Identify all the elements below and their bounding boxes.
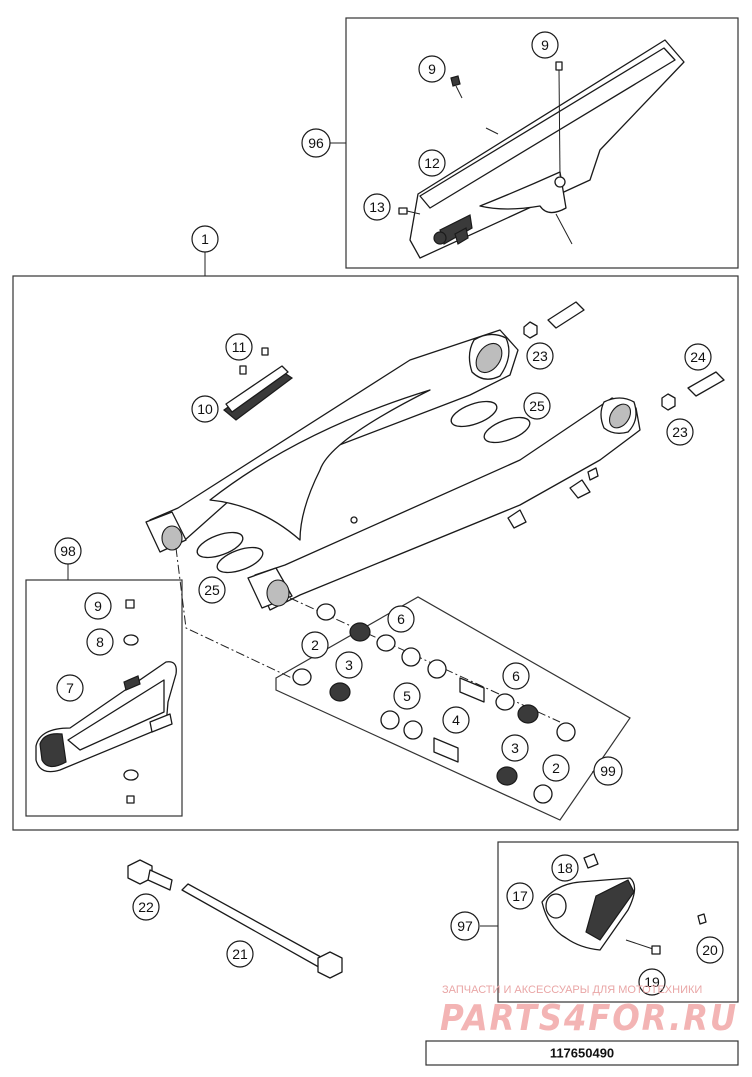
svg-text:4: 4: [452, 712, 460, 728]
callout-98: 98: [54, 537, 82, 565]
svg-text:6: 6: [397, 611, 405, 627]
svg-text:3: 3: [511, 740, 519, 756]
svg-text:10: 10: [197, 401, 213, 417]
callout-19: 19: [638, 968, 666, 996]
callout-7: 7: [56, 674, 84, 702]
callout-2: 2: [301, 631, 329, 659]
chain-slider-part: [35, 599, 177, 804]
svg-text:18: 18: [557, 860, 573, 876]
callout-25: 25: [198, 576, 226, 604]
bolt-part: [398, 61, 563, 215]
callout-9: 9: [531, 31, 559, 59]
svg-text:2: 2: [552, 760, 560, 776]
callout-5: 5: [393, 682, 421, 710]
swingarm-part: [145, 329, 641, 611]
callout-4: 4: [442, 706, 470, 734]
watermark-brand: PARTS4FOR.RU: [440, 998, 738, 1039]
svg-text:21: 21: [232, 946, 248, 962]
chain-guide-part: [409, 39, 685, 259]
watermark-tagline: ЗАПЧАСТИ И АКСЕССУАРЫ ДЛЯ МОТОТЕХНИКИ: [442, 984, 702, 996]
assembly-axis-line: [175, 547, 297, 681]
svg-text:6: 6: [512, 668, 520, 684]
callout-23: 23: [666, 418, 694, 446]
svg-text:8: 8: [96, 634, 104, 650]
svg-text:96: 96: [308, 135, 324, 151]
svg-text:7: 7: [66, 680, 74, 696]
svg-text:20: 20: [702, 942, 718, 958]
svg-text:9: 9: [94, 598, 102, 614]
svg-text:9: 9: [541, 37, 549, 53]
svg-text:5: 5: [403, 688, 411, 704]
svg-text:98: 98: [60, 543, 76, 559]
svg-text:19: 19: [644, 974, 660, 990]
svg-text:12: 12: [424, 155, 440, 171]
svg-text:3: 3: [345, 657, 353, 673]
callout-23: 23: [526, 342, 554, 370]
callout-9: 9: [84, 592, 112, 620]
frame-chain-slider-group: [25, 579, 183, 817]
svg-text:97: 97: [457, 918, 473, 934]
frame-guide-kit-group: [497, 841, 739, 1003]
svg-text:2: 2: [311, 637, 319, 653]
part-number: 117650490: [550, 1046, 614, 1061]
callout-6: 6: [387, 605, 415, 633]
svg-text:11: 11: [232, 339, 247, 355]
callout-12: 12: [418, 149, 446, 177]
callout-10: 10: [191, 395, 219, 423]
leader-lines: [67, 142, 609, 927]
bearing-kit-part: [292, 603, 576, 804]
callout-97: 97: [450, 911, 480, 941]
svg-text:99: 99: [600, 763, 616, 779]
callout-17: 17: [506, 882, 534, 910]
svg-text:1: 1: [201, 231, 209, 247]
callout-22: 22: [132, 893, 160, 921]
callout-24: 24: [684, 343, 712, 371]
part-number-box: [425, 1040, 739, 1066]
swingarm-axle-part: [127, 859, 343, 979]
svg-text:25: 25: [529, 398, 545, 414]
svg-text:13: 13: [369, 199, 385, 215]
callout-13: 13: [363, 193, 391, 221]
callout-8: 8: [86, 628, 114, 656]
callout-3: 3: [335, 651, 363, 679]
svg-text:9: 9: [428, 61, 436, 77]
svg-text:22: 22: [138, 899, 154, 915]
chain-spacer-part: [196, 400, 531, 574]
callout-18: 18: [551, 854, 579, 882]
callout-99: 99: [593, 756, 623, 786]
assembly-axis-line: [289, 597, 561, 723]
callout-21: 21: [226, 940, 254, 968]
svg-text:25: 25: [204, 582, 220, 598]
frame-swingarm-group: [12, 275, 739, 831]
callout-11: 11: [225, 333, 253, 361]
chain-slider-block-part: [223, 347, 294, 421]
svg-text:23: 23: [672, 424, 688, 440]
callout-25: 25: [523, 392, 551, 420]
callout-3: 3: [501, 734, 529, 762]
svg-text:24: 24: [690, 349, 706, 365]
axle-pin-part: [523, 301, 725, 411]
callout-9: 9: [418, 55, 446, 83]
svg-text:17: 17: [512, 888, 528, 904]
callout-2: 2: [542, 754, 570, 782]
chain-guide-kit-part: [541, 853, 707, 955]
callout-6: 6: [502, 662, 530, 690]
callout-1: 1: [191, 225, 219, 253]
svg-text:23: 23: [532, 348, 548, 364]
callout-20: 20: [696, 936, 724, 964]
callout-96: 96: [301, 128, 331, 158]
